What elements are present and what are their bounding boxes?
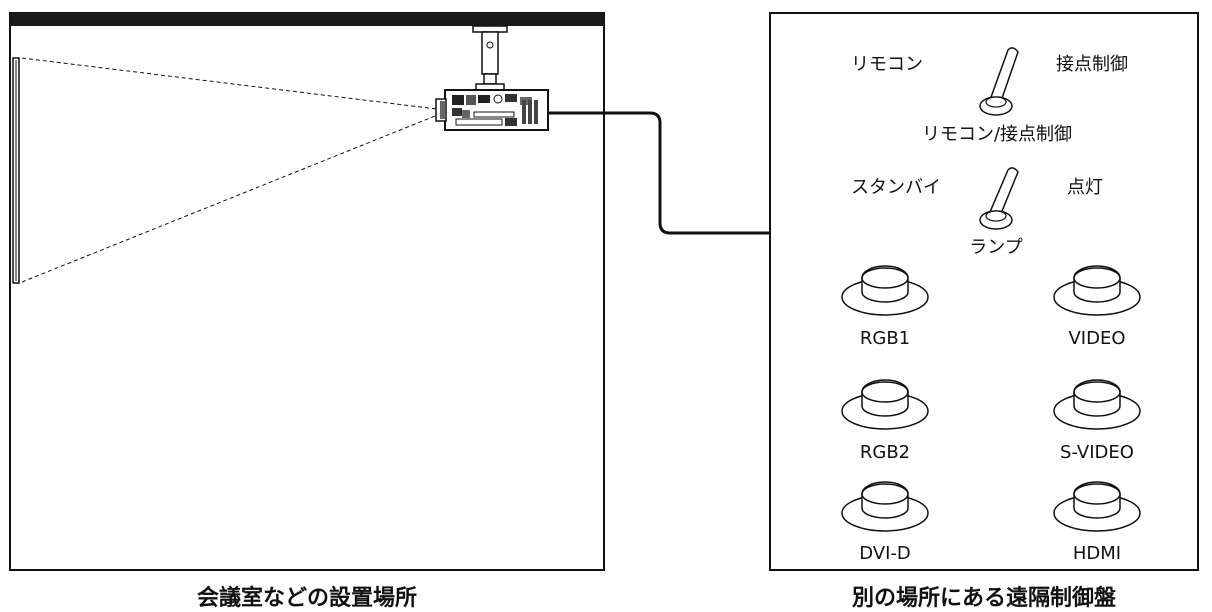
button-label-rgb2: RGB2 — [859, 442, 911, 463]
remote-switch-name-label: リモコン/接点制御 — [921, 124, 1073, 145]
remote-panel-caption: 別の場所にある遠隔制御盤 — [851, 586, 1116, 611]
remote-panel-frame — [769, 12, 1199, 571]
lamp-switch[interactable] — [979, 167, 1019, 230]
button-s-video[interactable] — [1053, 379, 1141, 430]
room-caption: 会議室などの設置場所 — [196, 586, 417, 611]
lamp-switch-left-label: スタンバイ — [851, 177, 941, 198]
connection-cable — [548, 111, 770, 235]
projection-beam — [21, 57, 446, 283]
button-rgb2[interactable] — [841, 379, 929, 430]
button-label-video: VIDEO — [1068, 328, 1126, 349]
button-label-rgb1: RGB1 — [859, 328, 911, 349]
button-video[interactable] — [1053, 265, 1141, 316]
button-label-s-video: S-VIDEO — [1060, 442, 1134, 463]
remote-switch-left-label: リモコン — [851, 54, 923, 75]
lamp-switch-right-label: 点灯 — [1067, 177, 1103, 198]
button-label-hdmi: HDMI — [1072, 543, 1122, 564]
ceiling-mount — [472, 25, 508, 91]
projection-screen — [12, 57, 20, 284]
room-frame — [9, 12, 605, 571]
button-hdmi[interactable] — [1053, 481, 1141, 532]
button-label-dvi-d: DVI-D — [859, 543, 911, 564]
remote-contact-switch[interactable] — [979, 47, 1019, 116]
button-rgb1[interactable] — [841, 265, 929, 316]
projector — [435, 89, 549, 131]
lamp-switch-name-label: ランプ — [969, 237, 1023, 258]
button-dvi-d[interactable] — [841, 481, 929, 532]
remote-switch-right-label: 接点制御 — [1056, 54, 1128, 75]
